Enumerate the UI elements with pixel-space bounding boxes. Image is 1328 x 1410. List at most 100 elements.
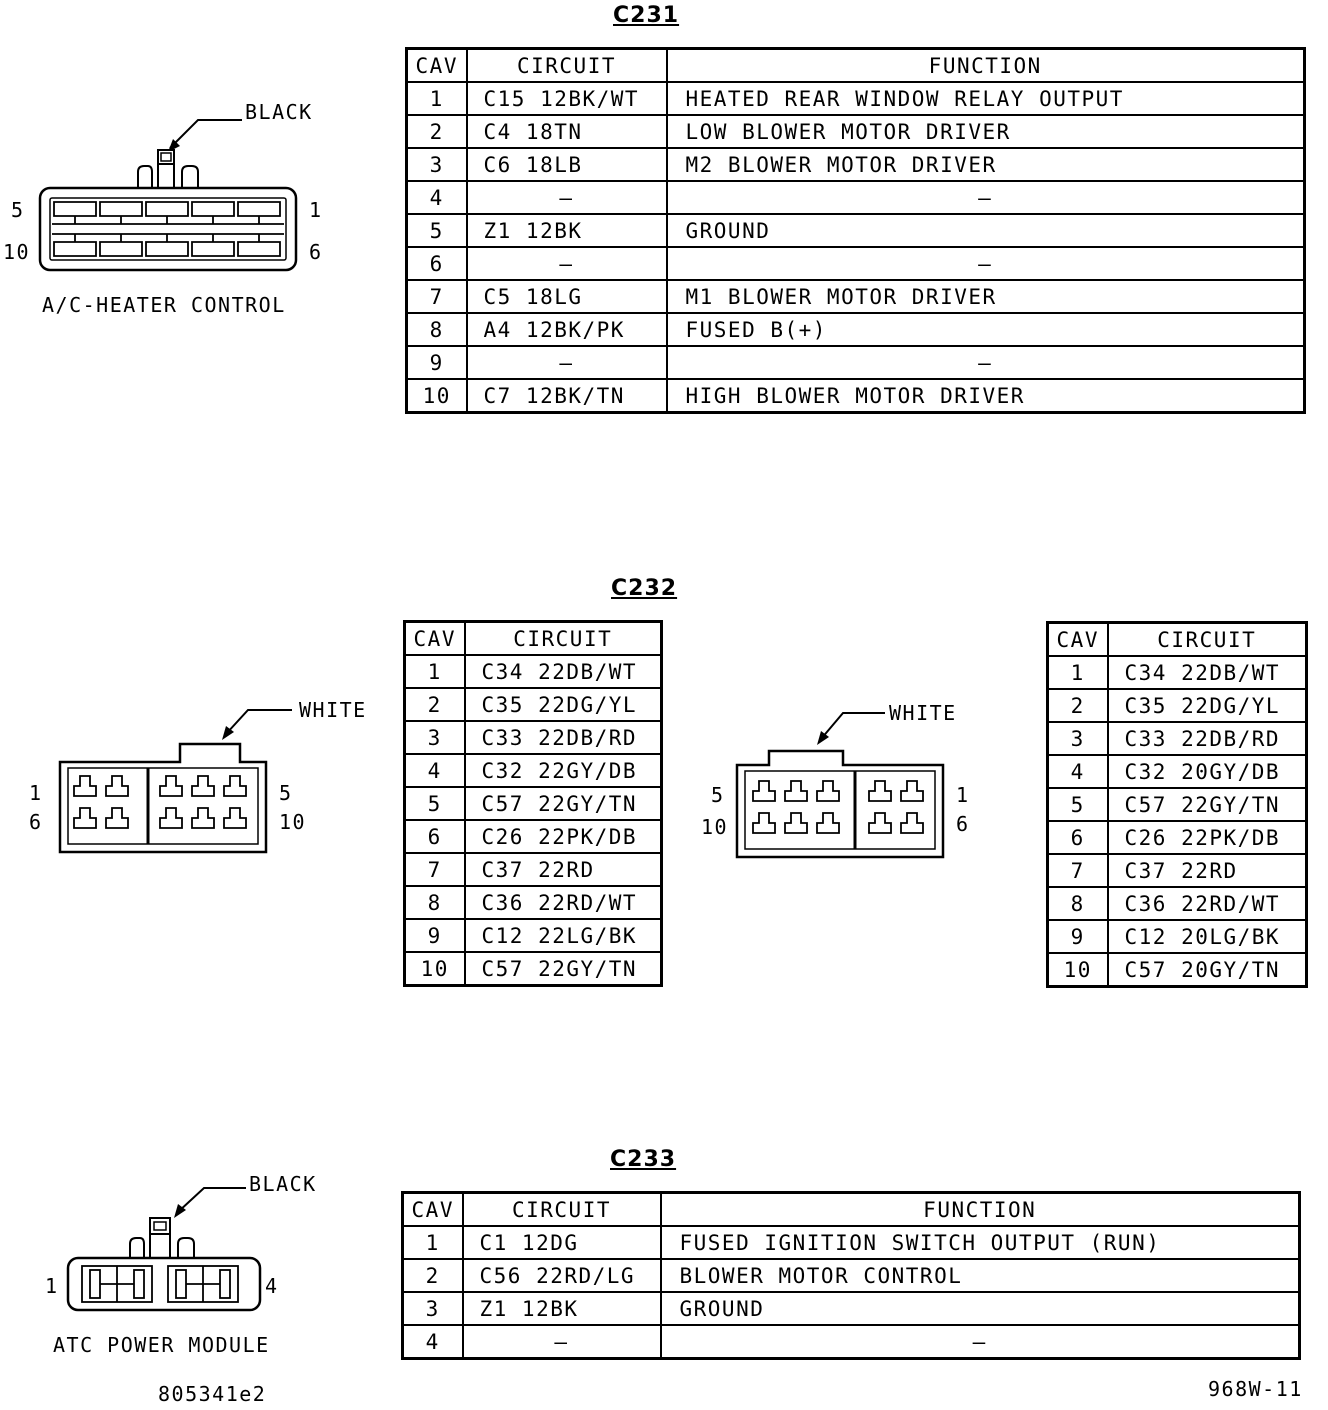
circuit-cell: C4 18TN	[465, 114, 668, 149]
circuit-header: CIRCUIT	[465, 47, 668, 83]
function-cell: –	[665, 345, 1306, 380]
circuit-cell: C35 22DG/YL	[1106, 688, 1308, 723]
function-cell: M1 BLOWER MOTOR DRIVER	[665, 279, 1306, 314]
circuit-cell: C26 22PK/DB	[463, 819, 663, 854]
cav-cell: 9	[405, 345, 468, 380]
c232-left-header-row: CAV CIRCUIT	[403, 620, 663, 656]
c233-pin-left: 1	[45, 1274, 59, 1298]
table-row: 6––	[405, 246, 1306, 281]
c231-pin-bottom-right: 6	[309, 240, 323, 264]
terminal-cavity	[784, 812, 808, 834]
cav-cell: 3	[1046, 721, 1109, 756]
cav-cell: 7	[403, 852, 466, 887]
c232-left-pin-top-right: 5	[279, 781, 293, 805]
cav-cell: 4	[1046, 754, 1109, 789]
terminal-cavity	[816, 780, 840, 802]
circuit-cell: C37 22RD	[1106, 853, 1308, 888]
cav-cell: 10	[405, 378, 468, 414]
circuit-cell: C32 22GY/DB	[463, 753, 663, 788]
circuit-cell: C36 22RD/WT	[463, 885, 663, 920]
cav-cell: 9	[403, 918, 466, 953]
table-row: 4––	[405, 180, 1306, 215]
circuit-cell: C32 20GY/DB	[1106, 754, 1308, 789]
terminal-cavity	[105, 775, 129, 797]
table-row: 4––	[401, 1324, 1301, 1360]
circuit-cell: C33 22DB/RD	[463, 720, 663, 755]
terminal-cavity	[159, 807, 183, 829]
cav-header: CAV	[403, 620, 466, 656]
circuit-cell: C57 22GY/TN	[463, 786, 663, 821]
terminal-cavity	[752, 780, 776, 802]
function-cell: LOW BLOWER MOTOR DRIVER	[665, 114, 1306, 149]
circuit-cell: C36 22RD/WT	[1106, 886, 1308, 921]
c232-right-color-label: WHITE	[889, 701, 957, 725]
c231-header-row: CAV CIRCUIT FUNCTION	[405, 47, 1306, 83]
cav-cell: 2	[403, 687, 466, 722]
circuit-cell: C15 12BK/WT	[465, 81, 668, 116]
c231-pin-top-right: 1	[309, 198, 323, 222]
cav-cell: 6	[403, 819, 466, 854]
c232-right-pin-bottom-left: 10	[701, 815, 729, 839]
cav-cell: 8	[403, 885, 466, 920]
cav-cell: 9	[1046, 919, 1109, 954]
cav-cell: 10	[1046, 952, 1109, 988]
function-cell: –	[659, 1324, 1301, 1360]
circuit-cell: C1 12DG	[461, 1225, 662, 1260]
c232-left-connector-diagram	[58, 709, 292, 854]
terminal-cavity	[223, 775, 247, 797]
cav-cell: 1	[401, 1225, 464, 1260]
circuit-cell: A4 12BK/PK	[465, 312, 668, 347]
cav-cell: 4	[401, 1324, 464, 1360]
c231-color-label: BLACK	[245, 100, 313, 124]
function-cell: M2 BLOWER MOTOR DRIVER	[665, 147, 1306, 182]
terminal-cavity	[73, 807, 97, 829]
function-cell: HIGH BLOWER MOTOR DRIVER	[665, 378, 1306, 414]
terminal-cavity	[868, 812, 892, 834]
cav-cell: 5	[1046, 787, 1109, 822]
cav-cell: 1	[403, 654, 466, 689]
function-cell: FUSED IGNITION SWITCH OUTPUT (RUN)	[659, 1225, 1301, 1260]
cav-cell: 8	[1046, 886, 1109, 921]
terminal-cavity	[191, 807, 215, 829]
circuit-cell: C57 22GY/TN	[463, 951, 663, 987]
c232-title: C232	[611, 576, 678, 601]
circuit-cell: –	[465, 180, 668, 215]
cav-cell: 6	[1046, 820, 1109, 855]
function-cell: BLOWER MOTOR CONTROL	[659, 1258, 1301, 1293]
cav-cell: 5	[405, 213, 468, 248]
cav-cell: 3	[401, 1291, 464, 1326]
cav-cell: 2	[401, 1258, 464, 1293]
cav-cell: 1	[1046, 655, 1109, 690]
terminal-cavity	[900, 812, 924, 834]
function-header: FUNCTION	[659, 1191, 1301, 1227]
cav-cell: 8	[405, 312, 468, 347]
circuit-cell: Z1 12BK	[461, 1291, 662, 1326]
circuit-cell: C12 20LG/BK	[1106, 919, 1308, 954]
circuit-cell: C6 18LB	[465, 147, 668, 182]
cav-cell: 4	[403, 753, 466, 788]
